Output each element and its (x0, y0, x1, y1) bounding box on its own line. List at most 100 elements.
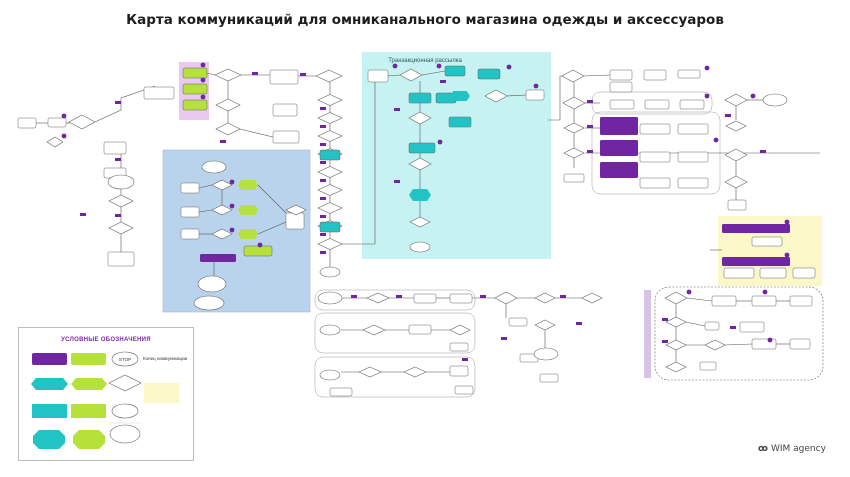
legend-lime-octagon (73, 430, 105, 449)
purple-tag (252, 72, 258, 75)
lilac-side-bar (644, 290, 651, 378)
purple-tag (587, 100, 593, 103)
hexagon-node (238, 205, 258, 215)
legend-title: УСЛОВНЫЕ ОБОЗНАЧЕНИЯ (61, 337, 151, 343)
process-box (408, 142, 436, 154)
purple-tag (394, 108, 400, 111)
purple-tag (662, 340, 668, 343)
process-box (17, 117, 37, 129)
decision-diamond (317, 238, 343, 250)
connector-line (685, 321, 706, 327)
decision-diamond (358, 366, 382, 378)
process-box (449, 365, 469, 377)
decision-diamond (285, 204, 307, 216)
decision-diamond (399, 68, 423, 82)
process-box (525, 89, 545, 101)
decision-diamond (561, 69, 585, 83)
legend-lime-box (71, 353, 106, 365)
process-box (722, 224, 790, 233)
process-box (508, 317, 528, 327)
legend-stop-label: STOP (119, 357, 131, 362)
process-box (539, 373, 559, 383)
decision-diamond (581, 292, 603, 304)
decision-diamond (215, 98, 241, 112)
process-box (644, 99, 670, 110)
decision-diamond (108, 221, 134, 235)
connector-line (421, 70, 446, 76)
legend-ellipse (111, 403, 139, 419)
purple-badge (686, 289, 692, 295)
decision-diamond (563, 122, 585, 134)
process-box (711, 295, 737, 307)
decision-diamond (409, 216, 431, 228)
decision-diamond (449, 324, 471, 336)
decision-diamond (315, 69, 343, 83)
legend-teal-octagon (33, 430, 65, 449)
process-box (789, 295, 813, 307)
diagram-shapes (17, 62, 816, 397)
page-title: Карта коммуникаций для омниканального ма… (126, 12, 724, 28)
ellipse-node (319, 369, 341, 381)
dashed-group-box (654, 286, 824, 381)
purple-tag (220, 140, 226, 143)
decision-diamond (724, 93, 748, 107)
transactional-section-label: Транзакционная рассылка (388, 58, 462, 64)
process-box (182, 99, 208, 111)
purple-tag (730, 326, 736, 329)
purple-tag (320, 215, 326, 218)
legend-lime-hexagon (71, 378, 107, 390)
process-box (272, 103, 298, 117)
decision-diamond (46, 136, 64, 148)
legend-ellipse-2 (109, 424, 141, 444)
process-box (609, 81, 633, 93)
decision-diamond (724, 175, 748, 189)
decision-diamond (664, 291, 688, 305)
legend-stop-ellipse (111, 351, 139, 367)
process-box (792, 267, 816, 279)
process-box (408, 92, 432, 104)
decision-diamond (317, 184, 343, 196)
purple-badge (437, 139, 443, 145)
legend-diamond (108, 374, 142, 392)
purple-tag (576, 322, 582, 325)
process-box (677, 177, 709, 189)
decision-diamond (665, 316, 687, 328)
process-box (180, 206, 200, 218)
hexagon-node (409, 189, 431, 201)
logo-text: WIM agency (770, 444, 826, 454)
purple-badge (713, 137, 719, 143)
connector-line (257, 184, 287, 214)
decision-diamond (68, 114, 96, 130)
decision-diamond (211, 179, 233, 191)
decision-diamond (317, 94, 343, 106)
purple-badge (784, 219, 790, 225)
connector-line (239, 128, 274, 138)
process-box (723, 267, 755, 279)
process-box (444, 65, 466, 77)
purple-tag (320, 143, 326, 146)
process-box (677, 151, 709, 163)
legend-symbols: STOP Конец коммуникации (31, 351, 188, 449)
purple-badge (767, 337, 773, 343)
purple-tag (320, 161, 326, 164)
decision-diamond (108, 194, 134, 208)
decision-diamond (494, 291, 518, 305)
decision-diamond (362, 324, 386, 336)
transactional-label-svg: Транзакционная рассылка (388, 58, 462, 64)
purple-tag (587, 150, 593, 153)
process-box (319, 149, 341, 161)
transactional-section (362, 52, 551, 259)
purple-tag (396, 295, 402, 298)
decision-diamond (215, 122, 241, 136)
purple-badge (762, 289, 768, 295)
connector-line (198, 209, 213, 213)
decision-diamond (534, 319, 556, 331)
process-box (722, 257, 790, 266)
purple-tag (320, 179, 326, 182)
logo-mark: ꝏ (758, 444, 768, 454)
process-box (600, 117, 638, 135)
purple-tag (760, 150, 766, 153)
decision-diamond (317, 130, 343, 142)
decision-diamond (534, 292, 556, 304)
